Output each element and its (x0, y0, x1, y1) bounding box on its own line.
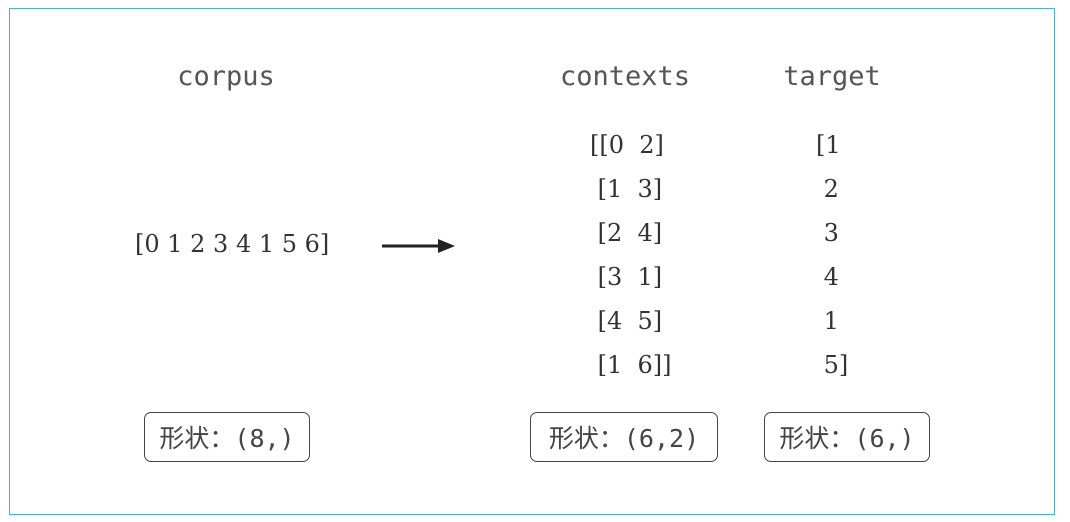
right-arrow-icon (382, 239, 455, 253)
target-row: 1 (816, 307, 839, 335)
target-row: 5] (816, 351, 849, 379)
contexts-row: [1 3] (590, 175, 663, 203)
contexts-row: [2 4] (590, 219, 663, 247)
target-vector: [1 2 3 4 1 5] (816, 133, 848, 397)
target-shape-label: 形状：(6,) (764, 412, 930, 462)
target-row: 4 (816, 263, 839, 291)
target-row: [1 (816, 131, 841, 159)
contexts-shape-label: 形状：(6,2) (530, 412, 718, 462)
contexts-row: [3 1] (590, 263, 663, 291)
target-row: 2 (816, 175, 839, 203)
corpus-shape-label: 形状：(8,) (144, 412, 310, 462)
target-title: target (783, 61, 881, 92)
contexts-row: [4 5] (590, 307, 663, 335)
contexts-row: [1 6]] (590, 351, 672, 379)
contexts-matrix: [[0 2] [1 3] [2 4] [3 1] [4 5] [1 6]] (590, 133, 672, 397)
diagram-frame (9, 8, 1055, 515)
corpus-title: corpus (177, 61, 275, 92)
contexts-title: contexts (559, 61, 691, 92)
contexts-row: [[0 2] (590, 131, 664, 159)
target-row: 3 (816, 219, 839, 247)
corpus-vector: [0 1 2 3 4 1 5 6] (135, 230, 330, 258)
